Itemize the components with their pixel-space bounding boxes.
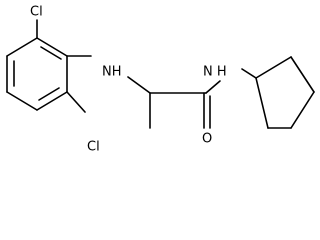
ring-bond-3 — [36, 91, 68, 111]
chlorine-bottom-label: Cl — [87, 140, 100, 155]
ring-double-bond-2 — [38, 87, 60, 101]
cp-bond-2 — [290, 56, 315, 93]
cp-bond-5 — [255, 77, 269, 129]
benzene-ring — [6, 37, 68, 111]
cp-bond-3 — [290, 91, 315, 129]
bond-nh-alpha-carbon — [127, 76, 151, 94]
carbonyl-oxygen-label: O — [202, 132, 212, 147]
bond-nh-cyclopentyl — [241, 68, 257, 79]
bond-carbonyl-nh — [205, 80, 221, 94]
amine-nh-label: NH — [102, 65, 122, 80]
ring-bond-6 — [6, 37, 38, 57]
cyclopentane-ring — [255, 56, 315, 129]
structure-diagram: Cl Cl NH N H O — [6, 5, 315, 155]
ring-double-bond-1 — [40, 46, 62, 60]
chlorine-top-label: Cl — [30, 5, 43, 20]
amide-nh-label: N H — [203, 65, 227, 80]
ring-bond-1 — [36, 37, 68, 57]
cp-bond-1 — [255, 56, 292, 79]
ring-bond-4 — [6, 91, 38, 111]
bond-ring-cl-bottom — [66, 91, 86, 113]
